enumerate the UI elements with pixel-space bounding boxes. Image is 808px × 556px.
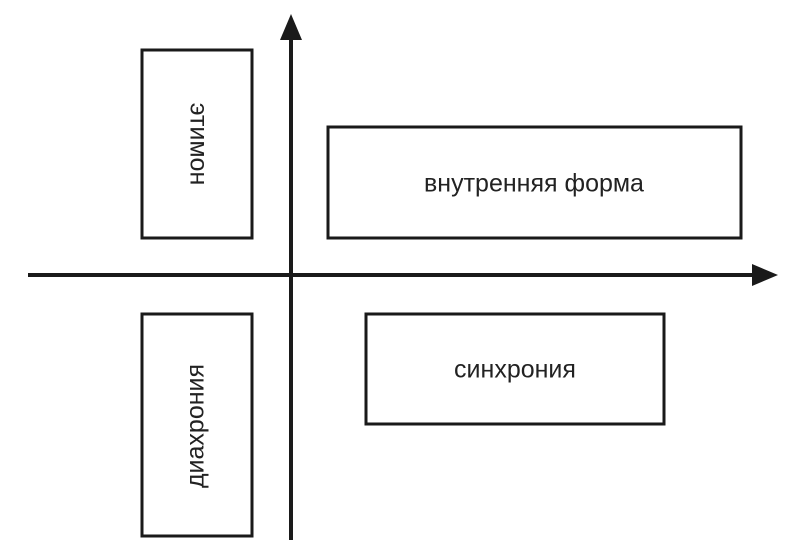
diachrony-label: диахрония [182,364,210,488]
etimon-box [140,48,254,240]
inner-form-label: внутренняя форма [424,170,644,198]
vertical-axis-arrowhead [280,14,302,40]
synchrony-box [364,312,666,426]
diachrony-box [140,312,254,538]
synchrony-label: синхрония [454,356,576,384]
etimon-label: этимон [184,103,212,186]
inner-form-box [326,125,743,240]
horizontal-axis-arrowhead [752,264,778,286]
